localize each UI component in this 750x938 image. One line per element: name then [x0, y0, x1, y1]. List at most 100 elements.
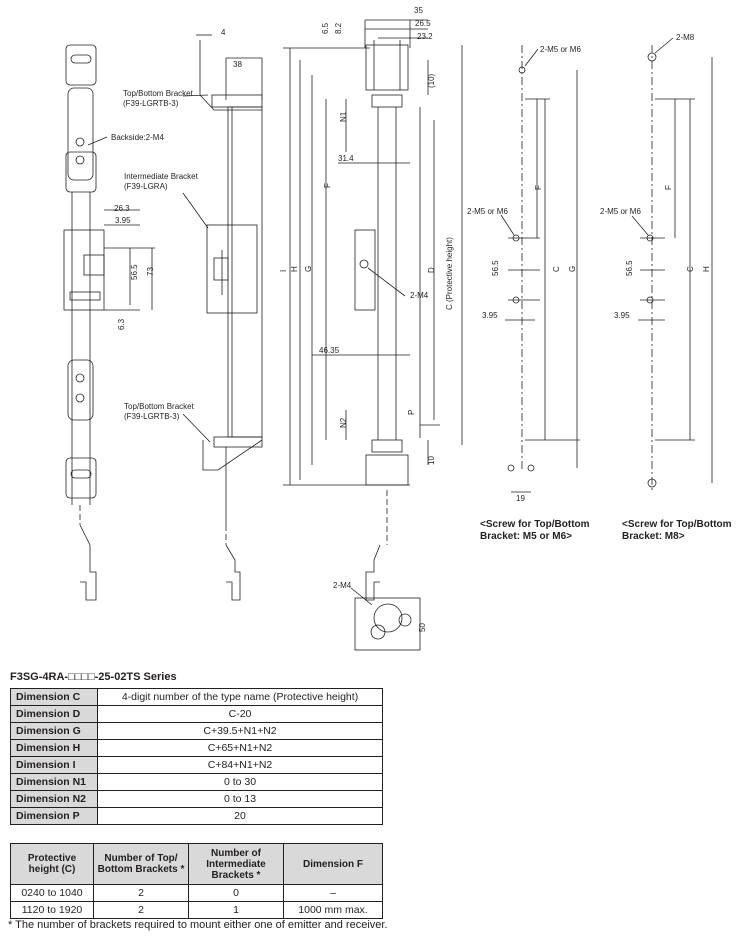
dim-3-95-label: 3.95: [115, 216, 131, 225]
m5-top-screw-label: 2-M5 or M6: [540, 45, 581, 54]
rear-view: [283, 19, 463, 651]
column-header: Number of Top/ Bottom Brackets *: [93, 843, 189, 885]
table-header-row: Protective height (C) Number of Top/ Bot…: [10, 843, 383, 885]
side-view: [196, 34, 263, 601]
m8-mid-screw-label: 2-M5 or M6: [600, 207, 641, 216]
screw-m5-view: [505, 45, 580, 493]
column-header: Number of Intermediate Brackets *: [188, 843, 284, 885]
dimension-value: C-20: [97, 705, 383, 723]
m8-dim-c-label: C: [686, 266, 695, 272]
dimension-value: C+39.5+N1+N2: [97, 722, 383, 740]
m8-dim-3-95-label: 3.95: [614, 311, 630, 320]
caption-m5-line1: <Screw for Top/Bottom: [480, 519, 590, 530]
drawing-labels: 4 38 35 26.5 23.2 6.5 8.2 (10) 10 N1 N2 …: [111, 6, 711, 632]
dimension-name: Dimension N2: [10, 790, 98, 808]
dim-g-label: G: [304, 266, 313, 272]
dim-10-bottom-label: 10: [427, 456, 436, 465]
m8-screw-label: 2-M8: [676, 33, 695, 42]
table-row: 0240 to 1040 2 0 –: [10, 884, 383, 902]
screw-m8-view: [638, 45, 713, 490]
top-bracket-label-line1: Top/Bottom Bracket: [123, 89, 194, 98]
dimension-name: Dimension D: [10, 705, 98, 723]
table-cell: 1: [188, 901, 284, 919]
table-cell: 0240 to 1040: [10, 884, 94, 902]
m5-mid-screw-label: 2-M5 or M6: [467, 207, 508, 216]
dim-n1-label: N1: [339, 111, 348, 122]
dim-73-label: 73: [146, 267, 155, 276]
top-bracket-label-line2: (F39-LGRTB-3): [123, 99, 179, 108]
backside-m4-label: Backside:2-M4: [111, 133, 164, 142]
series-title: F3SG-4RA-□□□□-25-02TS Series: [10, 671, 177, 683]
dim-23-2-label: 23.2: [417, 32, 433, 41]
dimension-name: Dimension P: [10, 807, 98, 825]
bottom-bracket-label-line1: Top/Bottom Bracket: [124, 402, 195, 411]
connector-two-m4-label: 2-M4: [333, 581, 352, 590]
dimension-value: 4-digit number of the type name (Protect…: [97, 688, 383, 706]
protective-height-label: C (Protective height): [445, 237, 454, 310]
dimension-value: 20: [97, 807, 383, 825]
m5-dim-19-label: 19: [516, 494, 525, 503]
dimension-name: Dimension I: [10, 756, 98, 774]
dimension-value: 0 to 30: [97, 773, 383, 791]
caption-m8-line2: Bracket: M8>: [622, 531, 685, 542]
m5-dim-56-5-label: 56.5: [491, 260, 500, 276]
dimension-value: C+84+N1+N2: [97, 756, 383, 774]
intermediate-bracket-label-line1: Intermediate Bracket: [124, 172, 199, 181]
table-row: 1120 to 1920 2 1 1000 mm max.: [10, 901, 383, 919]
m5-dim-3-95-label: 3.95: [482, 311, 498, 320]
m5-dim-f-label: F: [534, 185, 543, 190]
screw-captions: <Screw for Top/Bottom Bracket: M5 or M6>…: [480, 519, 732, 542]
m5-dim-c-label: C: [552, 266, 561, 272]
dimension-name: Dimension G: [10, 722, 98, 740]
bottom-bracket-label-line2: (F39-LGRTB-3): [124, 412, 180, 421]
two-m4-label: 2-M4: [410, 291, 429, 300]
column-header: Protective height (C): [10, 843, 94, 885]
table-cell: 2: [93, 901, 189, 919]
dim-6-3-label: 6.3: [117, 318, 126, 330]
dim-8-2-label: 8.2: [334, 22, 343, 34]
dimension-name: Dimension N1: [10, 773, 98, 791]
table-cell: 1120 to 1920: [10, 901, 94, 919]
caption-m5-line2: Bracket: M5 or M6>: [480, 531, 572, 542]
dim-46-35-label: 46.35: [319, 346, 340, 355]
m8-dim-f-label: F: [664, 185, 673, 190]
dim-f-label: F: [323, 183, 332, 188]
m5-dim-g-label: G: [568, 266, 577, 272]
dim-4-label: 4: [221, 28, 226, 37]
dim-n2-label: N2: [339, 417, 348, 428]
dim-p-label: P: [407, 410, 416, 415]
dim-26-3-label: 26.3: [114, 204, 130, 213]
table-cell: 0: [188, 884, 284, 902]
footnote: * The number of brackets required to mou…: [8, 919, 388, 931]
front-view: [63, 44, 155, 601]
intermediate-bracket-label-line2: (F39-LGRA): [124, 182, 168, 191]
dimension-value: C+65+N1+N2: [97, 739, 383, 757]
bracket-table: Protective height (C) Number of Top/ Bot…: [10, 843, 383, 919]
dim-6-5-label: 6.5: [321, 22, 330, 34]
caption-m8-line1: <Screw for Top/Bottom: [622, 519, 732, 530]
connector-dim-50-label: 50: [418, 623, 427, 632]
dim-35-label: 35: [414, 6, 423, 15]
table-cell: 2: [93, 884, 189, 902]
leader-lines: [87, 37, 674, 606]
dim-31-4-label: 31.4: [338, 154, 354, 163]
dimension-value: 0 to 13: [97, 790, 383, 808]
dim-d-label: D: [427, 267, 436, 273]
dim-26-5-label: 26.5: [415, 19, 431, 28]
table-cell: –: [283, 884, 383, 902]
dimension-name: Dimension C: [10, 688, 98, 706]
dim-i-label: I: [279, 270, 288, 272]
dim-10-top-label: (10): [427, 73, 436, 88]
dim-h-label: H: [290, 266, 299, 272]
m8-dim-56-5-label: 56.5: [625, 260, 634, 276]
dimension-drawing: 4 38 35 26.5 23.2 6.5 8.2 (10) 10 N1 N2 …: [63, 6, 732, 651]
